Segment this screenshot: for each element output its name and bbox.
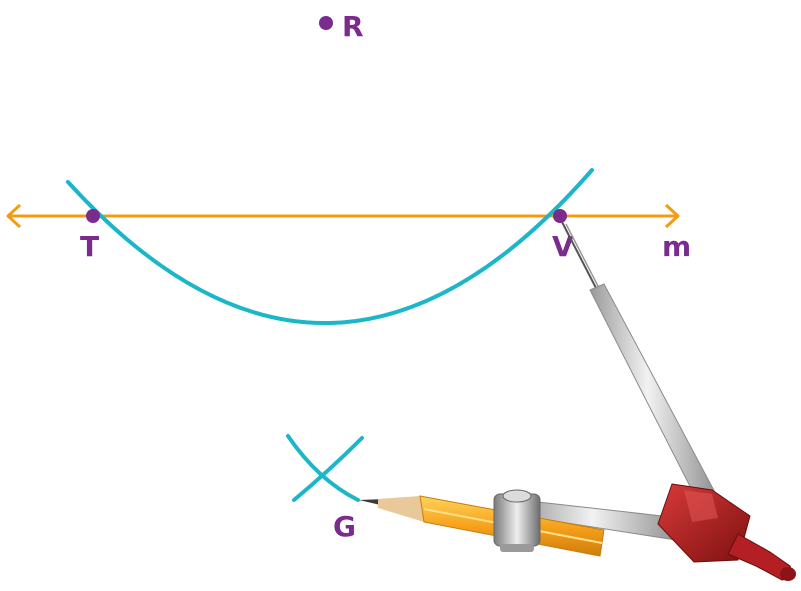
label-r: R bbox=[342, 10, 364, 43]
arc-g-1 bbox=[286, 434, 360, 502]
label-g: G bbox=[333, 510, 356, 543]
label-v: V bbox=[552, 230, 574, 263]
compass-icon bbox=[359, 221, 796, 581]
point-r bbox=[319, 16, 333, 30]
arc-g-2 bbox=[292, 436, 364, 502]
label-m: m bbox=[662, 230, 691, 263]
point-t bbox=[86, 209, 100, 223]
arc-tv bbox=[66, 168, 594, 326]
point-v bbox=[553, 209, 567, 223]
label-t: T bbox=[80, 230, 99, 263]
